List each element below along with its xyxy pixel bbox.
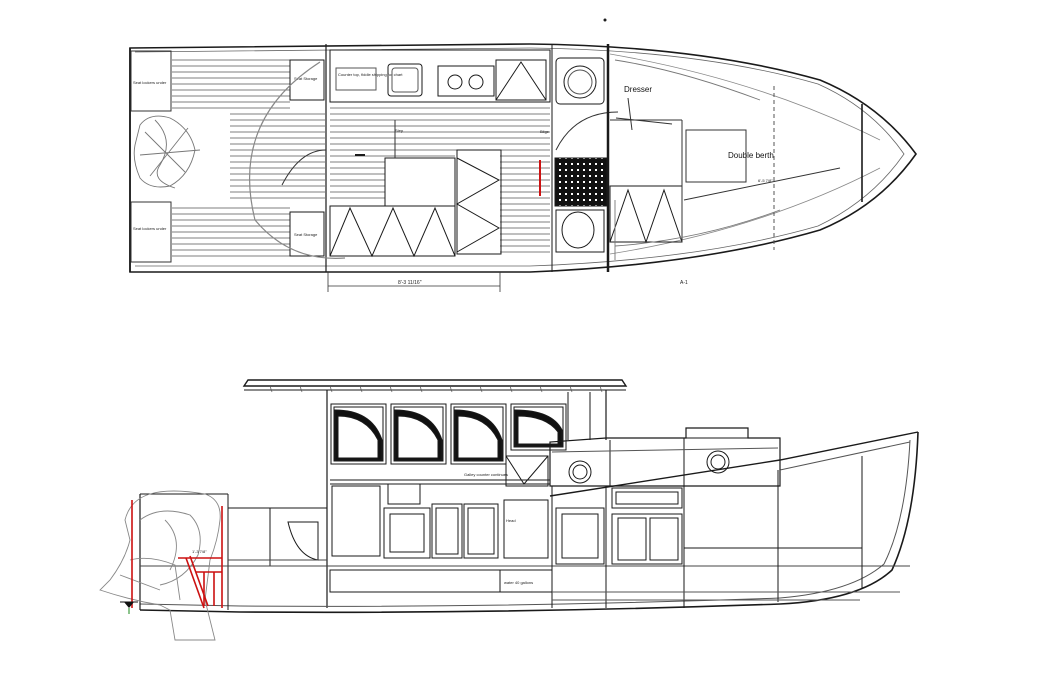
roof-ribs xyxy=(269,385,603,393)
head-upper-fixture xyxy=(555,57,605,105)
upper-locker xyxy=(495,59,547,101)
seat-storage-upper xyxy=(289,59,325,101)
head-door-arc xyxy=(555,111,619,151)
plan-sheer-line-lower xyxy=(609,167,881,255)
berth-dim-line xyxy=(683,167,841,201)
profile-view: Head Galley counter continues water 40 g… xyxy=(99,379,919,641)
overall-dimension xyxy=(327,272,501,292)
aft-locker-upper-label: Seat lockers under xyxy=(133,80,167,85)
burner-2 xyxy=(468,74,484,90)
overall-dim-label: 8'-3 11/16" xyxy=(398,280,422,286)
dinette-bench-lower xyxy=(329,205,456,257)
red-dim-label: 1'-3 7/8" xyxy=(192,549,207,554)
dresser-drawer xyxy=(611,487,683,509)
plan-sheer-line xyxy=(609,53,881,141)
sink-basin xyxy=(391,67,419,93)
window-2 xyxy=(390,403,447,465)
porthole-2 xyxy=(706,450,730,474)
porthole-1 xyxy=(568,460,592,484)
waterline-marker-icon xyxy=(120,601,138,614)
water-tank-label: water 40 gallons xyxy=(504,580,533,585)
galley-cabinet-3 xyxy=(431,503,463,559)
galley-note: Galley counter continues xyxy=(464,472,508,477)
cabin-floor-slats xyxy=(330,107,550,253)
head-door xyxy=(503,499,549,559)
galley-cabinet-2 xyxy=(383,507,431,559)
transom-bracket xyxy=(131,500,223,609)
pilothouse-windows xyxy=(330,403,567,465)
hull-bottom xyxy=(139,603,781,614)
toilet-base xyxy=(555,209,605,253)
double-berth-label: Double berth xyxy=(728,151,774,160)
bow-stem xyxy=(779,431,919,605)
dresser-label: Dresser xyxy=(624,85,652,94)
dinette-table xyxy=(384,157,456,207)
plan-view: Seat lockers under Seat lockers under xyxy=(129,18,917,292)
berth-dim: 6'-5 7/8" xyxy=(758,178,773,183)
hanging-locker xyxy=(456,149,502,255)
sink xyxy=(387,63,423,97)
aft-seat-locker-upper xyxy=(130,50,172,112)
window-1 xyxy=(330,403,387,465)
head-note: Head xyxy=(506,518,516,523)
step-note: Step xyxy=(395,128,404,133)
aft-locker-lower-label: Seat lockers under xyxy=(133,226,167,231)
dresser xyxy=(609,185,683,243)
seat-storage-lower xyxy=(289,211,325,257)
outboard-motor-profile xyxy=(99,490,221,641)
window-3 xyxy=(450,403,507,465)
cockpit-swing-arc xyxy=(249,61,346,259)
counter-note: Counter top, fiddle shipping for chart xyxy=(338,72,403,77)
plan-hull-outline xyxy=(129,43,917,273)
sheet-id: A-1 xyxy=(680,280,688,286)
aft-seat-arc xyxy=(287,521,319,561)
bilge-note: Bilge xyxy=(540,129,550,134)
toilet-bowl xyxy=(561,211,595,249)
head-cabinet xyxy=(555,507,605,565)
outboard-motor-plan xyxy=(133,115,201,189)
galley-counter xyxy=(329,49,551,103)
galley-drawer xyxy=(387,483,421,505)
plan-hull-inner-line xyxy=(134,47,905,267)
water-tank xyxy=(329,569,501,593)
dresser-doors xyxy=(611,513,683,565)
aft-seat-locker-lower xyxy=(130,201,172,263)
galley-cabinet-4 xyxy=(463,503,499,559)
burner-1 xyxy=(447,74,463,90)
cabin-roof xyxy=(242,379,628,387)
head-basin xyxy=(563,65,597,99)
shower-grate xyxy=(554,157,608,207)
seat-storage-lower-label: Seat Storage xyxy=(294,232,318,237)
stove xyxy=(437,65,495,97)
galley-cabinet-1 xyxy=(331,485,381,557)
counter-note-box xyxy=(335,67,377,91)
berth-pillow xyxy=(685,129,747,183)
cockpit-floor-slats xyxy=(172,59,325,257)
seat-storage-upper-label: Seat Storage xyxy=(294,76,318,81)
forward-hatch xyxy=(685,427,749,439)
window-4 xyxy=(510,403,567,451)
cockpit-door-arc xyxy=(281,149,327,186)
